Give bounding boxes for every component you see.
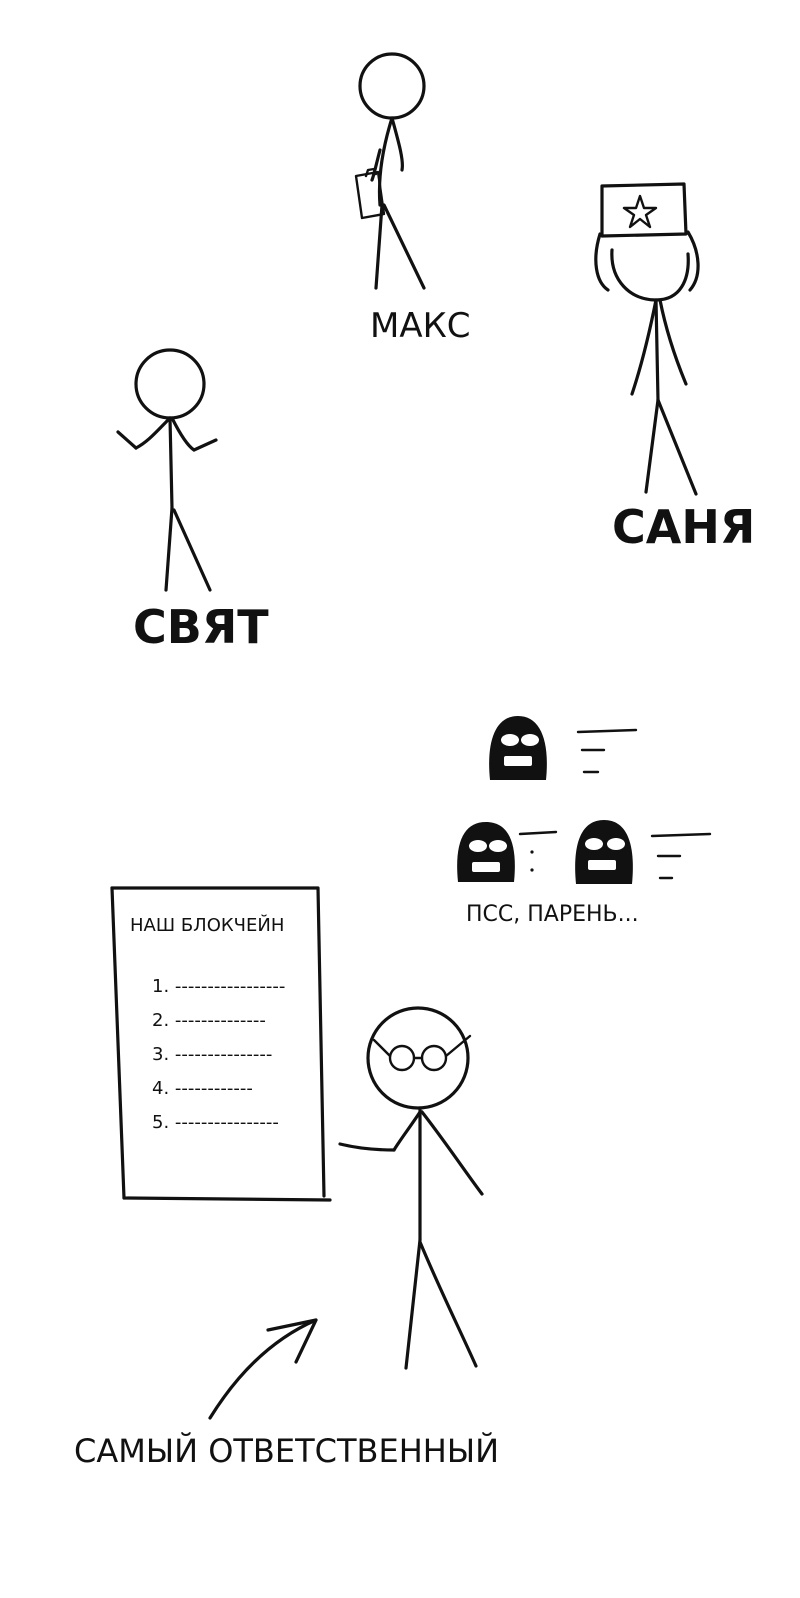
- document-line: 2. --------------: [152, 1010, 266, 1031]
- document-line: 4. ------------: [152, 1078, 253, 1099]
- briefcase-icon: [354, 167, 386, 220]
- sanya-figure: [594, 182, 700, 496]
- svyat-figure: [116, 348, 218, 592]
- glasses-icon: [372, 1034, 472, 1072]
- blockchain-document: [110, 886, 332, 1202]
- responsible-figure: [338, 1006, 484, 1370]
- document-title: НАШ БЛОКЧЕЙН: [130, 915, 285, 936]
- arrow-icon: [208, 1318, 318, 1420]
- hacker-right: [575, 820, 712, 884]
- hacker-top: [489, 716, 638, 780]
- hacker-left: [457, 822, 558, 882]
- sanya-label: САНЯ: [612, 500, 756, 554]
- document-line: 1. -----------------: [152, 976, 286, 997]
- document-line: 3. ---------------: [152, 1044, 273, 1065]
- caption: САМЫЙ ОТВЕТСТВЕННЫЙ: [74, 1432, 499, 1470]
- svyat-label: СВЯТ: [133, 600, 269, 654]
- maks-label: МАКС: [370, 306, 471, 346]
- maks-figure: [354, 52, 426, 290]
- hackers-speech: ПСС, ПАРЕНЬ...: [466, 902, 639, 927]
- document-line: 5. ----------------: [152, 1112, 279, 1133]
- star-icon: [622, 194, 658, 229]
